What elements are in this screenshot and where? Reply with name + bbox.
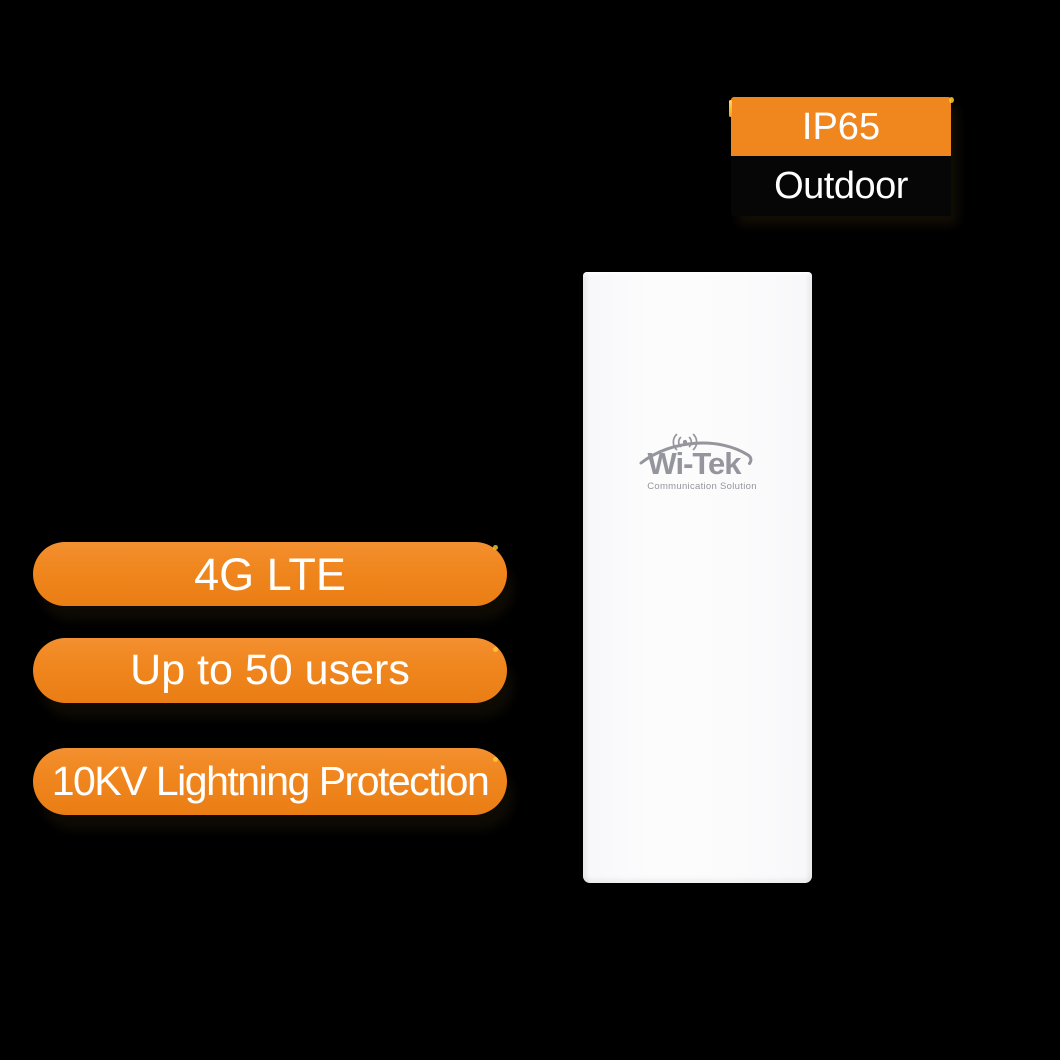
feature-pill-users: Up to 50 users — [33, 638, 507, 703]
rating-badge: IP65 Outdoor — [731, 97, 951, 216]
feature-pill-label: 10KV Lightning Protection — [51, 758, 490, 804]
device-front-panel: Wi-Tek Communication Solution — [583, 272, 812, 883]
wi-tek-logo: Wi-Tek Communication Solution — [638, 430, 760, 494]
logo-swoosh — [639, 441, 753, 465]
feature-pill-lightning: 10KV Lightning Protection — [33, 748, 507, 815]
feature-pill-label: Up to 50 users — [130, 646, 410, 694]
outdoor-label: Outdoor — [731, 156, 951, 216]
brand-wordmark: Wi-Tek — [647, 446, 742, 481]
feature-pill-label: 4G LTE — [194, 548, 346, 600]
ip-rating-label: IP65 — [731, 97, 951, 156]
feature-pill-4g-lte: 4G LTE — [33, 542, 507, 606]
brand-tagline: Communication Solution — [647, 481, 757, 492]
